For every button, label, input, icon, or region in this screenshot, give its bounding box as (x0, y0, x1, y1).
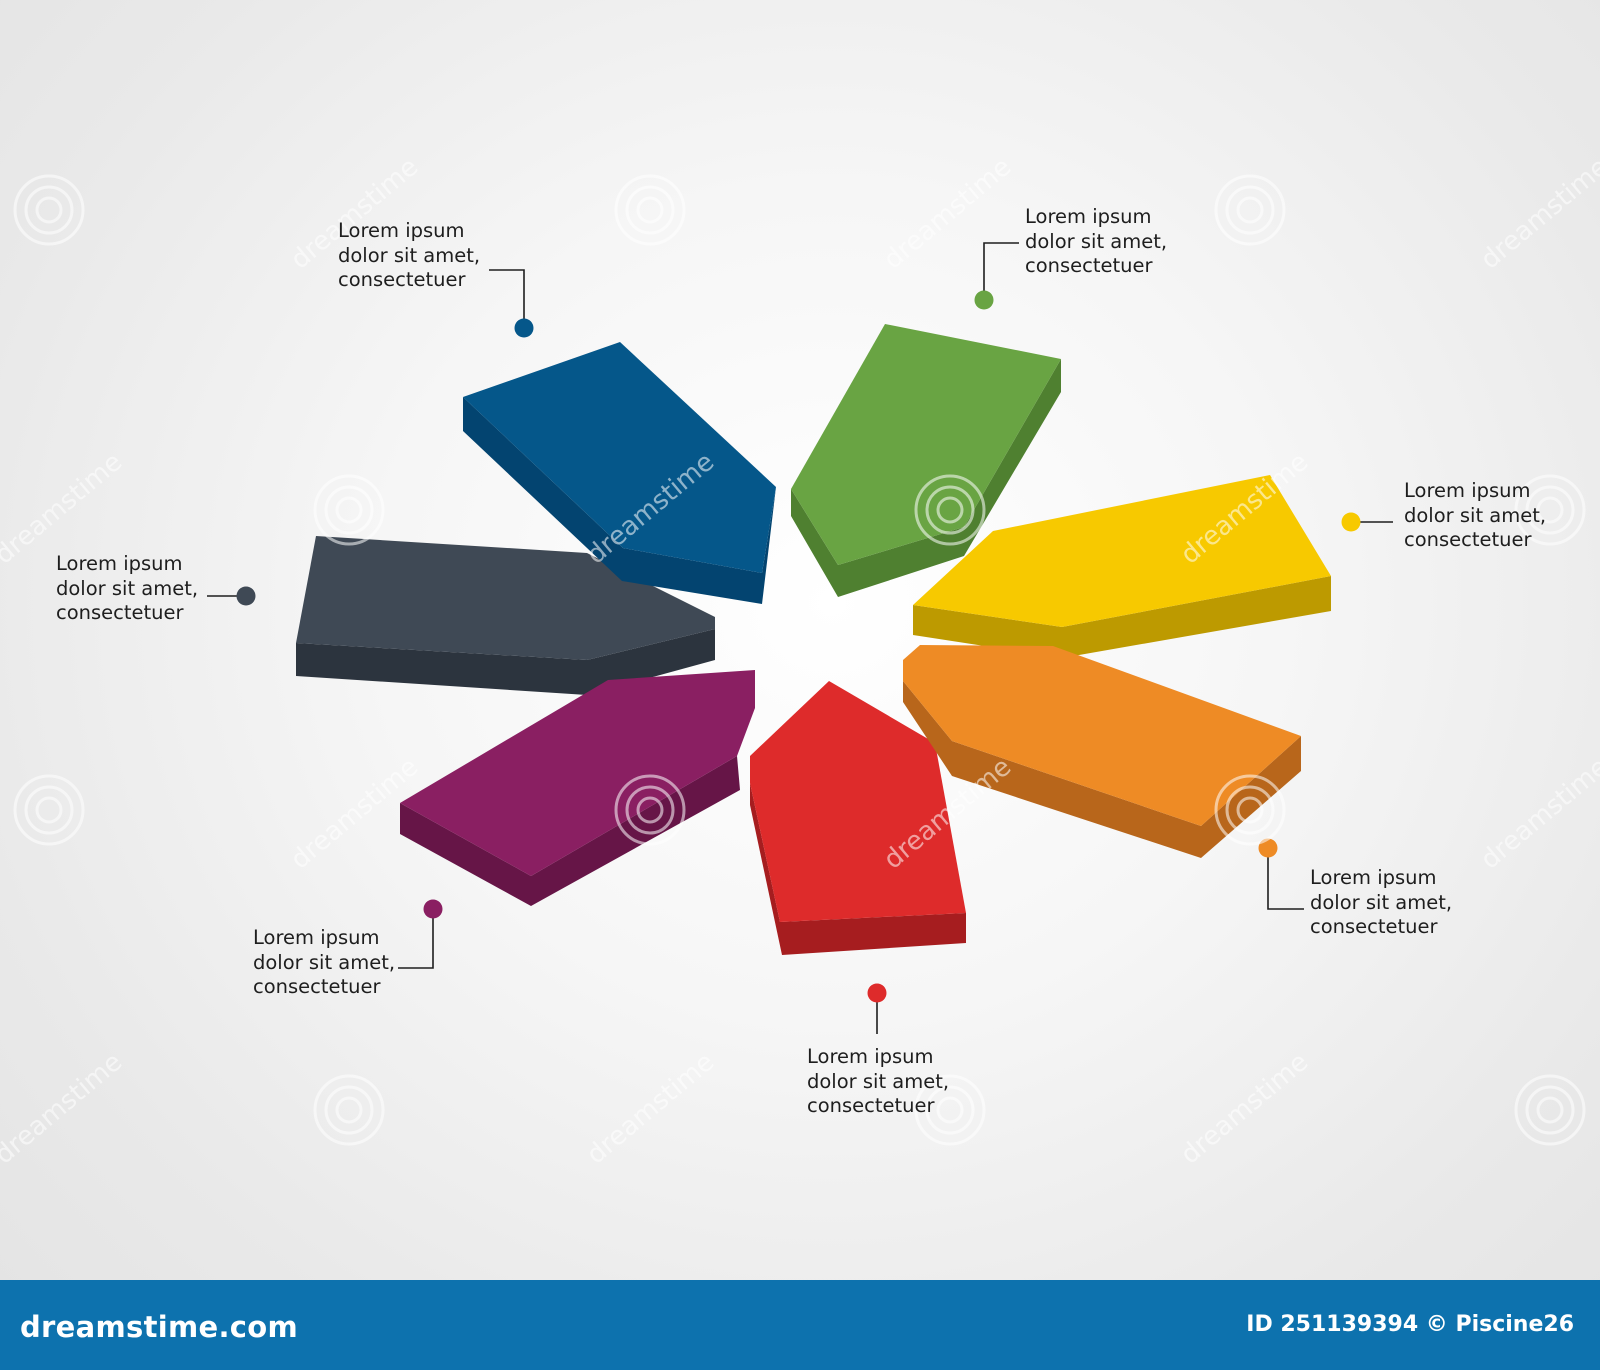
label-yellow-line-2: dolor sit amet, (1404, 503, 1547, 527)
segment-green-side (791, 359, 1061, 597)
watermark-spiral-icon (1514, 1074, 1586, 1146)
watermark-spiral-icon (614, 174, 686, 246)
label-yellow-line-1: Lorem ipsum (1404, 479, 1531, 502)
label-orange: Lorem ipsum dolor sit amet, consectetuer (1310, 866, 1452, 940)
label-red-line-3: consectetuer (807, 1094, 935, 1117)
watermark-text: dreamstime (878, 152, 1017, 275)
segment-green-top (791, 324, 1061, 565)
segment-red-side (750, 783, 966, 955)
label-green-line-3: consectetuer (1025, 254, 1153, 277)
segment-green (791, 324, 1061, 597)
label-yellow: Lorem ipsum dolor sit amet, consectetuer (1404, 479, 1546, 553)
segment-red-top (750, 681, 966, 922)
watermark-spiral-icon (313, 1074, 385, 1146)
watermark-text: dreamstime (0, 1047, 128, 1170)
label-blue-line-3: consectetuer (338, 268, 466, 291)
label-orange-line-2: dolor sit amet, (1310, 890, 1453, 914)
watermark-text: dreamstime (1475, 752, 1600, 875)
watermark-text: dreamstime (581, 1047, 720, 1170)
label-blue: Lorem ipsum dolor sit amet, consectetuer (338, 219, 480, 293)
connector-orange (1267, 848, 1304, 910)
connector-blue (489, 269, 525, 326)
dot-purple (423, 899, 443, 919)
watermark-spiral-icon (313, 474, 385, 546)
label-red: Lorem ipsum dolor sit amet, consectetuer (807, 1045, 949, 1119)
segment-orange-top (903, 645, 1301, 826)
label-red-line-2: dolor sit amet, (807, 1069, 950, 1093)
dot-red (867, 983, 887, 1003)
watermark-text: dreamstime (1175, 1047, 1314, 1170)
watermark-spiral-icon (1214, 174, 1286, 246)
label-purple-line-3: consectetuer (253, 975, 381, 998)
dot-blue (514, 318, 534, 338)
segment-yellow-top (913, 475, 1331, 627)
watermark-spiral-icon (914, 1074, 986, 1146)
label-green-line-1: Lorem ipsum (1025, 205, 1152, 228)
segment-red (750, 681, 966, 955)
watermark-spiral-icon (13, 774, 85, 846)
label-red-line-1: Lorem ipsum (807, 1045, 934, 1068)
label-gray-line-3: consectetuer (56, 601, 184, 624)
dot-orange (1258, 838, 1278, 858)
segment-purple-side (400, 756, 740, 906)
label-yellow-line-3: consectetuer (1404, 528, 1532, 551)
label-green-line-2: dolor sit amet, (1025, 229, 1168, 253)
label-gray: Lorem ipsum dolor sit amet, consectetuer (56, 552, 198, 626)
footer-image-id: ID 251139394 © Piscine26 (1246, 1312, 1574, 1337)
label-gray-line-2: dolor sit amet, (56, 576, 199, 600)
connector-purple (398, 909, 434, 969)
label-purple-line-2: dolor sit amet, (253, 950, 396, 974)
watermark-text: dreamstime (1475, 152, 1600, 275)
label-orange-line-3: consectetuer (1310, 915, 1438, 938)
segment-purple (400, 670, 755, 906)
segment-yellow-side (913, 576, 1331, 658)
dot-yellow (1341, 512, 1361, 532)
watermark-layer (13, 174, 1586, 1146)
label-orange-line-1: Lorem ipsum (1310, 866, 1437, 889)
label-blue-line-1: Lorem ipsum (338, 219, 465, 242)
label-blue-line-2: dolor sit amet, (338, 243, 481, 267)
watermark-spiral-icon (1214, 774, 1286, 846)
dot-gray (236, 586, 256, 606)
label-purple: Lorem ipsum dolor sit amet, consectetuer (253, 926, 395, 1000)
segment-blue-top (463, 342, 776, 573)
dot-green (974, 290, 994, 310)
segment-orange (903, 645, 1301, 858)
segment-purple-top (400, 670, 755, 876)
footer-bar: dreamstime.com ID 251139394 © Piscine26 (0, 1280, 1600, 1370)
segment-orange-side (903, 681, 1301, 858)
watermark-spiral-icon (614, 774, 686, 846)
footer-logo: dreamstime.com (20, 1310, 299, 1344)
segment-blue (463, 342, 776, 604)
watermark-spiral-icon (13, 174, 85, 246)
label-gray-line-1: Lorem ipsum (56, 552, 183, 575)
label-green: Lorem ipsum dolor sit amet, consectetuer (1025, 205, 1167, 279)
label-purple-line-1: Lorem ipsum (253, 926, 380, 949)
infographic-diagram: dreamstime dreamstime dreamstime dreamst… (0, 152, 1600, 1170)
segment-gray-side (296, 629, 715, 695)
segment-blue-side (463, 397, 776, 604)
watermark-spiral-icon (914, 474, 986, 546)
connector-green (983, 242, 1019, 299)
segment-yellow (913, 475, 1331, 658)
watermark-spiral-icon (1514, 474, 1586, 546)
